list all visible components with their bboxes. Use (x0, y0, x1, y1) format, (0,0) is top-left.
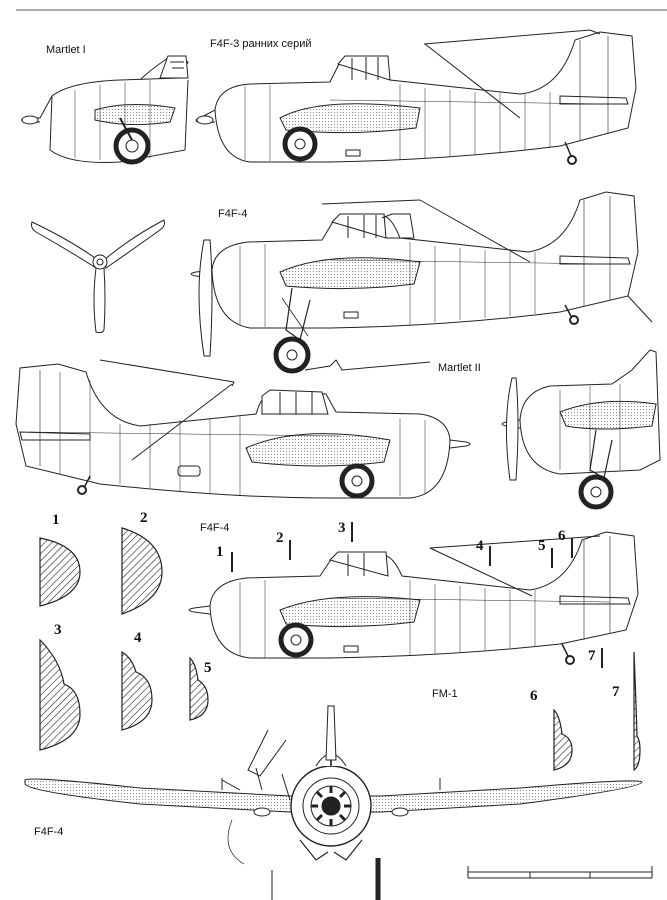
label-f4f4-top: F4F-4 (218, 208, 248, 220)
section-number-6: 6 (530, 688, 538, 704)
fm1-profile (188, 522, 639, 668)
f4f4-front-view (24, 705, 643, 900)
label-martlet-i: Martlet I (46, 44, 86, 56)
f4f4-profile-mirrored (15, 359, 471, 499)
label-martlet-ii: Martlet II (438, 362, 481, 374)
propeller-drawing (31, 219, 165, 334)
station-number-7: 7 (588, 648, 596, 664)
label-f4f4-front: F4F-4 (34, 826, 64, 838)
martlet-ii-profile (501, 349, 661, 510)
label-fm1: FM-1 (432, 688, 458, 700)
section-number-4: 4 (134, 630, 142, 646)
martlet-i-profile (21, 55, 189, 165)
f4f4-profile-upper (190, 191, 653, 374)
station-number-2: 2 (276, 530, 284, 546)
scale-bar (467, 866, 653, 879)
station-number-5: 5 (538, 538, 546, 554)
section-number-2: 2 (140, 510, 148, 526)
section-number-3: 3 (54, 622, 62, 638)
cross-sections (39, 527, 641, 772)
station-number-6: 6 (558, 528, 566, 544)
label-f4f3: F4F-3 ранних серий (210, 38, 312, 50)
station-number-3: 3 (338, 520, 346, 536)
section-number-5: 5 (204, 660, 212, 676)
section-number-7: 7 (612, 684, 620, 700)
label-f4f4-mid: F4F-4 (200, 522, 230, 534)
section-number-1: 1 (52, 512, 60, 528)
f4f3-profile (195, 29, 637, 165)
station-number-1: 1 (216, 544, 224, 560)
station-number-4: 4 (476, 538, 484, 554)
